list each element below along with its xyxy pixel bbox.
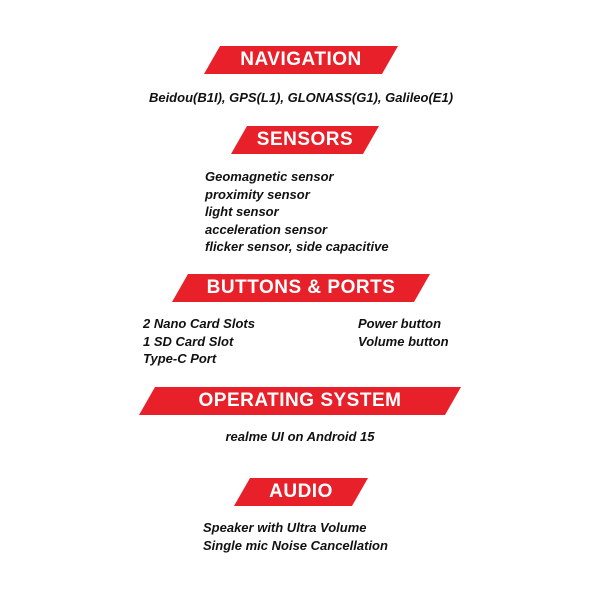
operating-system-line: realme UI on Android 15 [225,429,375,444]
navigation-line: Beidou(B1I), GPS(L1), GLONASS(G1), Galil… [148,90,454,105]
buttons-ports-heading: BUTTONS & PORTS [206,277,396,298]
navigation-heading: NAVIGATION [240,49,362,70]
buttons-ports-right-list: Power button Volume button [358,315,449,350]
button-item: Power button [358,316,442,331]
button-item: Volume button [358,333,449,349]
buttons-ports-left-list: 2 Nano Card Slots 1 SD Card Slot Type-C … [143,315,255,368]
audio-item: Single mic Noise Cancellation [203,537,388,553]
operating-system-details: realme UI on Android 15 [225,428,374,446]
audio-heading: AUDIO [269,481,333,502]
sensor-item: Geomagnetic sensor [205,169,334,184]
operating-system-heading-banner: OPERATING SYSTEM [139,387,461,415]
audio-heading-banner: AUDIO [234,478,368,506]
sensor-item: flicker sensor, side capacitive [205,239,389,254]
sensor-item: acceleration sensor [205,221,328,237]
buttons-ports-heading-banner: BUTTONS & PORTS [172,274,430,302]
navigation-details: Beidou(B1I), GPS(L1), GLONASS(G1), Galil… [149,89,453,107]
sensors-heading: SENSORS [256,129,354,150]
port-item: Type-C Port [143,351,217,366]
sensors-list: Geomagnetic sensor proximity sensor ligh… [205,168,389,256]
audio-list: Speaker with Ultra Volume Single mic Noi… [203,519,388,554]
port-item: 2 Nano Card Slots [143,316,255,331]
port-item: 1 SD Card Slot [143,333,234,349]
audio-item: Speaker with Ultra Volume [203,520,367,535]
operating-system-heading: OPERATING SYSTEM [198,390,402,411]
sensor-item: proximity sensor [205,186,310,202]
sensor-item: light sensor [205,204,279,219]
sensors-heading-banner: SENSORS [231,126,379,154]
navigation-heading-banner: NAVIGATION [204,46,398,74]
